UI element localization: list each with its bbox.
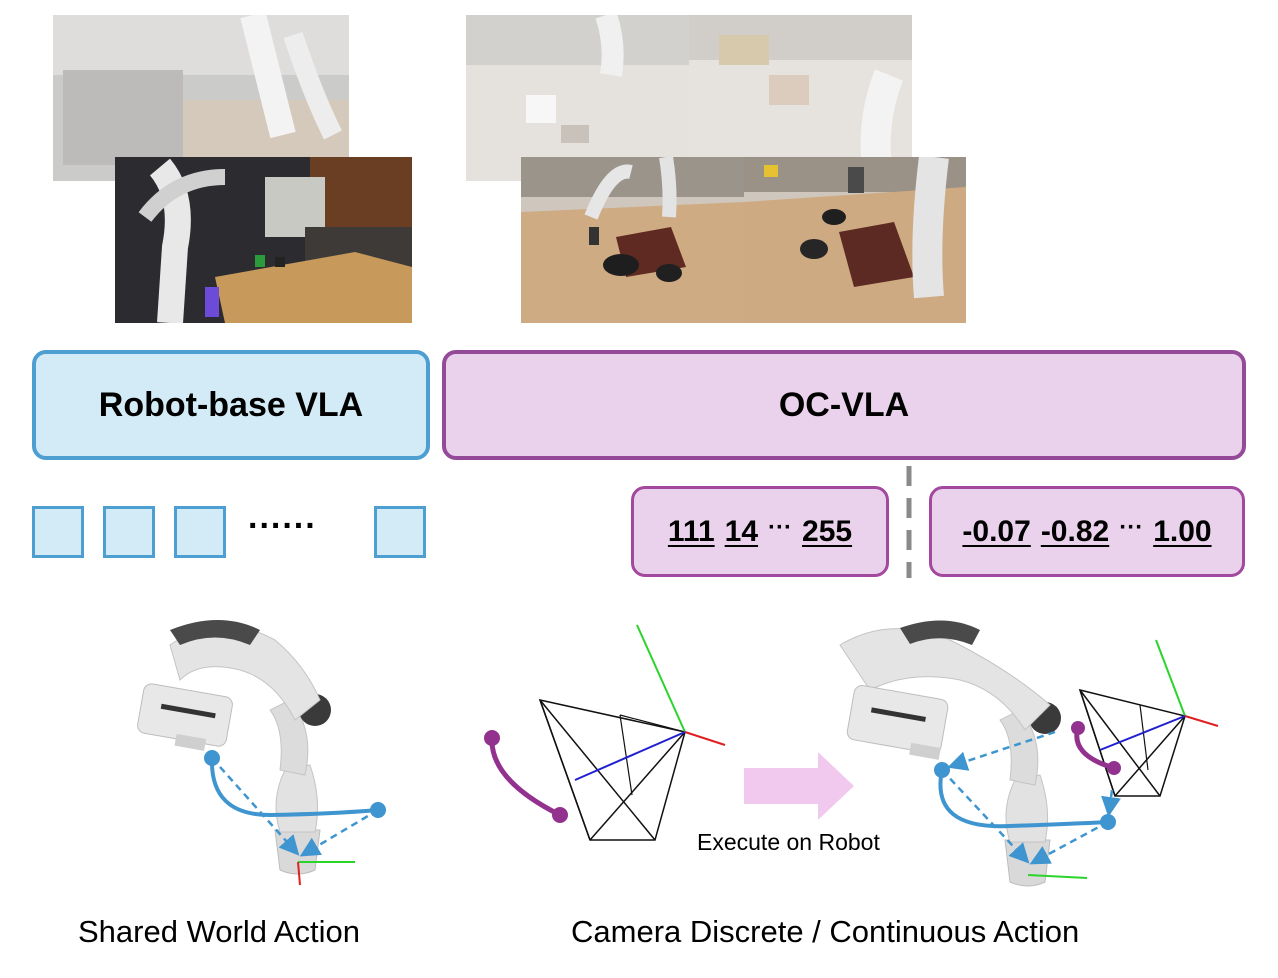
- kitchen-photo-faded-left: [53, 15, 349, 181]
- continuous-value-3: 1.00: [1153, 514, 1212, 548]
- tabletop-robot-photo-2: [744, 157, 966, 323]
- continuous-value-2: -0.82: [1040, 514, 1110, 548]
- robot-arm-camera-frame-illustration: [839, 620, 1219, 887]
- discrete-ellipsis: ···: [768, 513, 793, 541]
- tabletop-robot-photo-1: [521, 157, 744, 323]
- camera-frame-illustration: [484, 624, 726, 841]
- discrete-token-box: 111 14 ··· 255: [631, 486, 889, 577]
- discrete-value-2: 14: [724, 514, 759, 548]
- world-action-token-1: [32, 506, 84, 558]
- robot-base-vla-label: Robot-base VLA: [98, 385, 364, 424]
- discrete-value-1: 111: [667, 514, 715, 548]
- continuous-value-1: -0.07: [962, 514, 1031, 548]
- continuous-token-box: -0.07 -0.82 ··· 1.00: [929, 486, 1245, 577]
- caption-camera-action: Camera Discrete / Continuous Action: [571, 914, 1080, 949]
- continuous-ellipsis: ···: [1119, 513, 1144, 541]
- discrete-value-3: 255: [802, 514, 853, 548]
- token-ellipsis: ......: [248, 498, 317, 536]
- execute-arrow-icon: [744, 752, 854, 820]
- dashed-separator: [906, 466, 912, 578]
- oc-vla-box: OC-VLA: [442, 350, 1246, 460]
- caption-shared-world-action: Shared World Action: [78, 914, 361, 949]
- execute-on-robot-label: Execute on Robot: [697, 829, 880, 855]
- world-action-token-2: [103, 506, 155, 558]
- world-action-token-3: [174, 506, 226, 558]
- tabletop-photo-faded-1: [466, 15, 689, 181]
- tabletop-photo-faded-2: [689, 15, 912, 181]
- world-action-token-last: [374, 506, 426, 558]
- kitchen-robot-photo: [115, 157, 412, 323]
- oc-vla-label: OC-VLA: [778, 385, 910, 424]
- robot-base-vla-box: Robot-base VLA: [32, 350, 430, 460]
- robot-arm-world-frame-illustration: [137, 620, 386, 886]
